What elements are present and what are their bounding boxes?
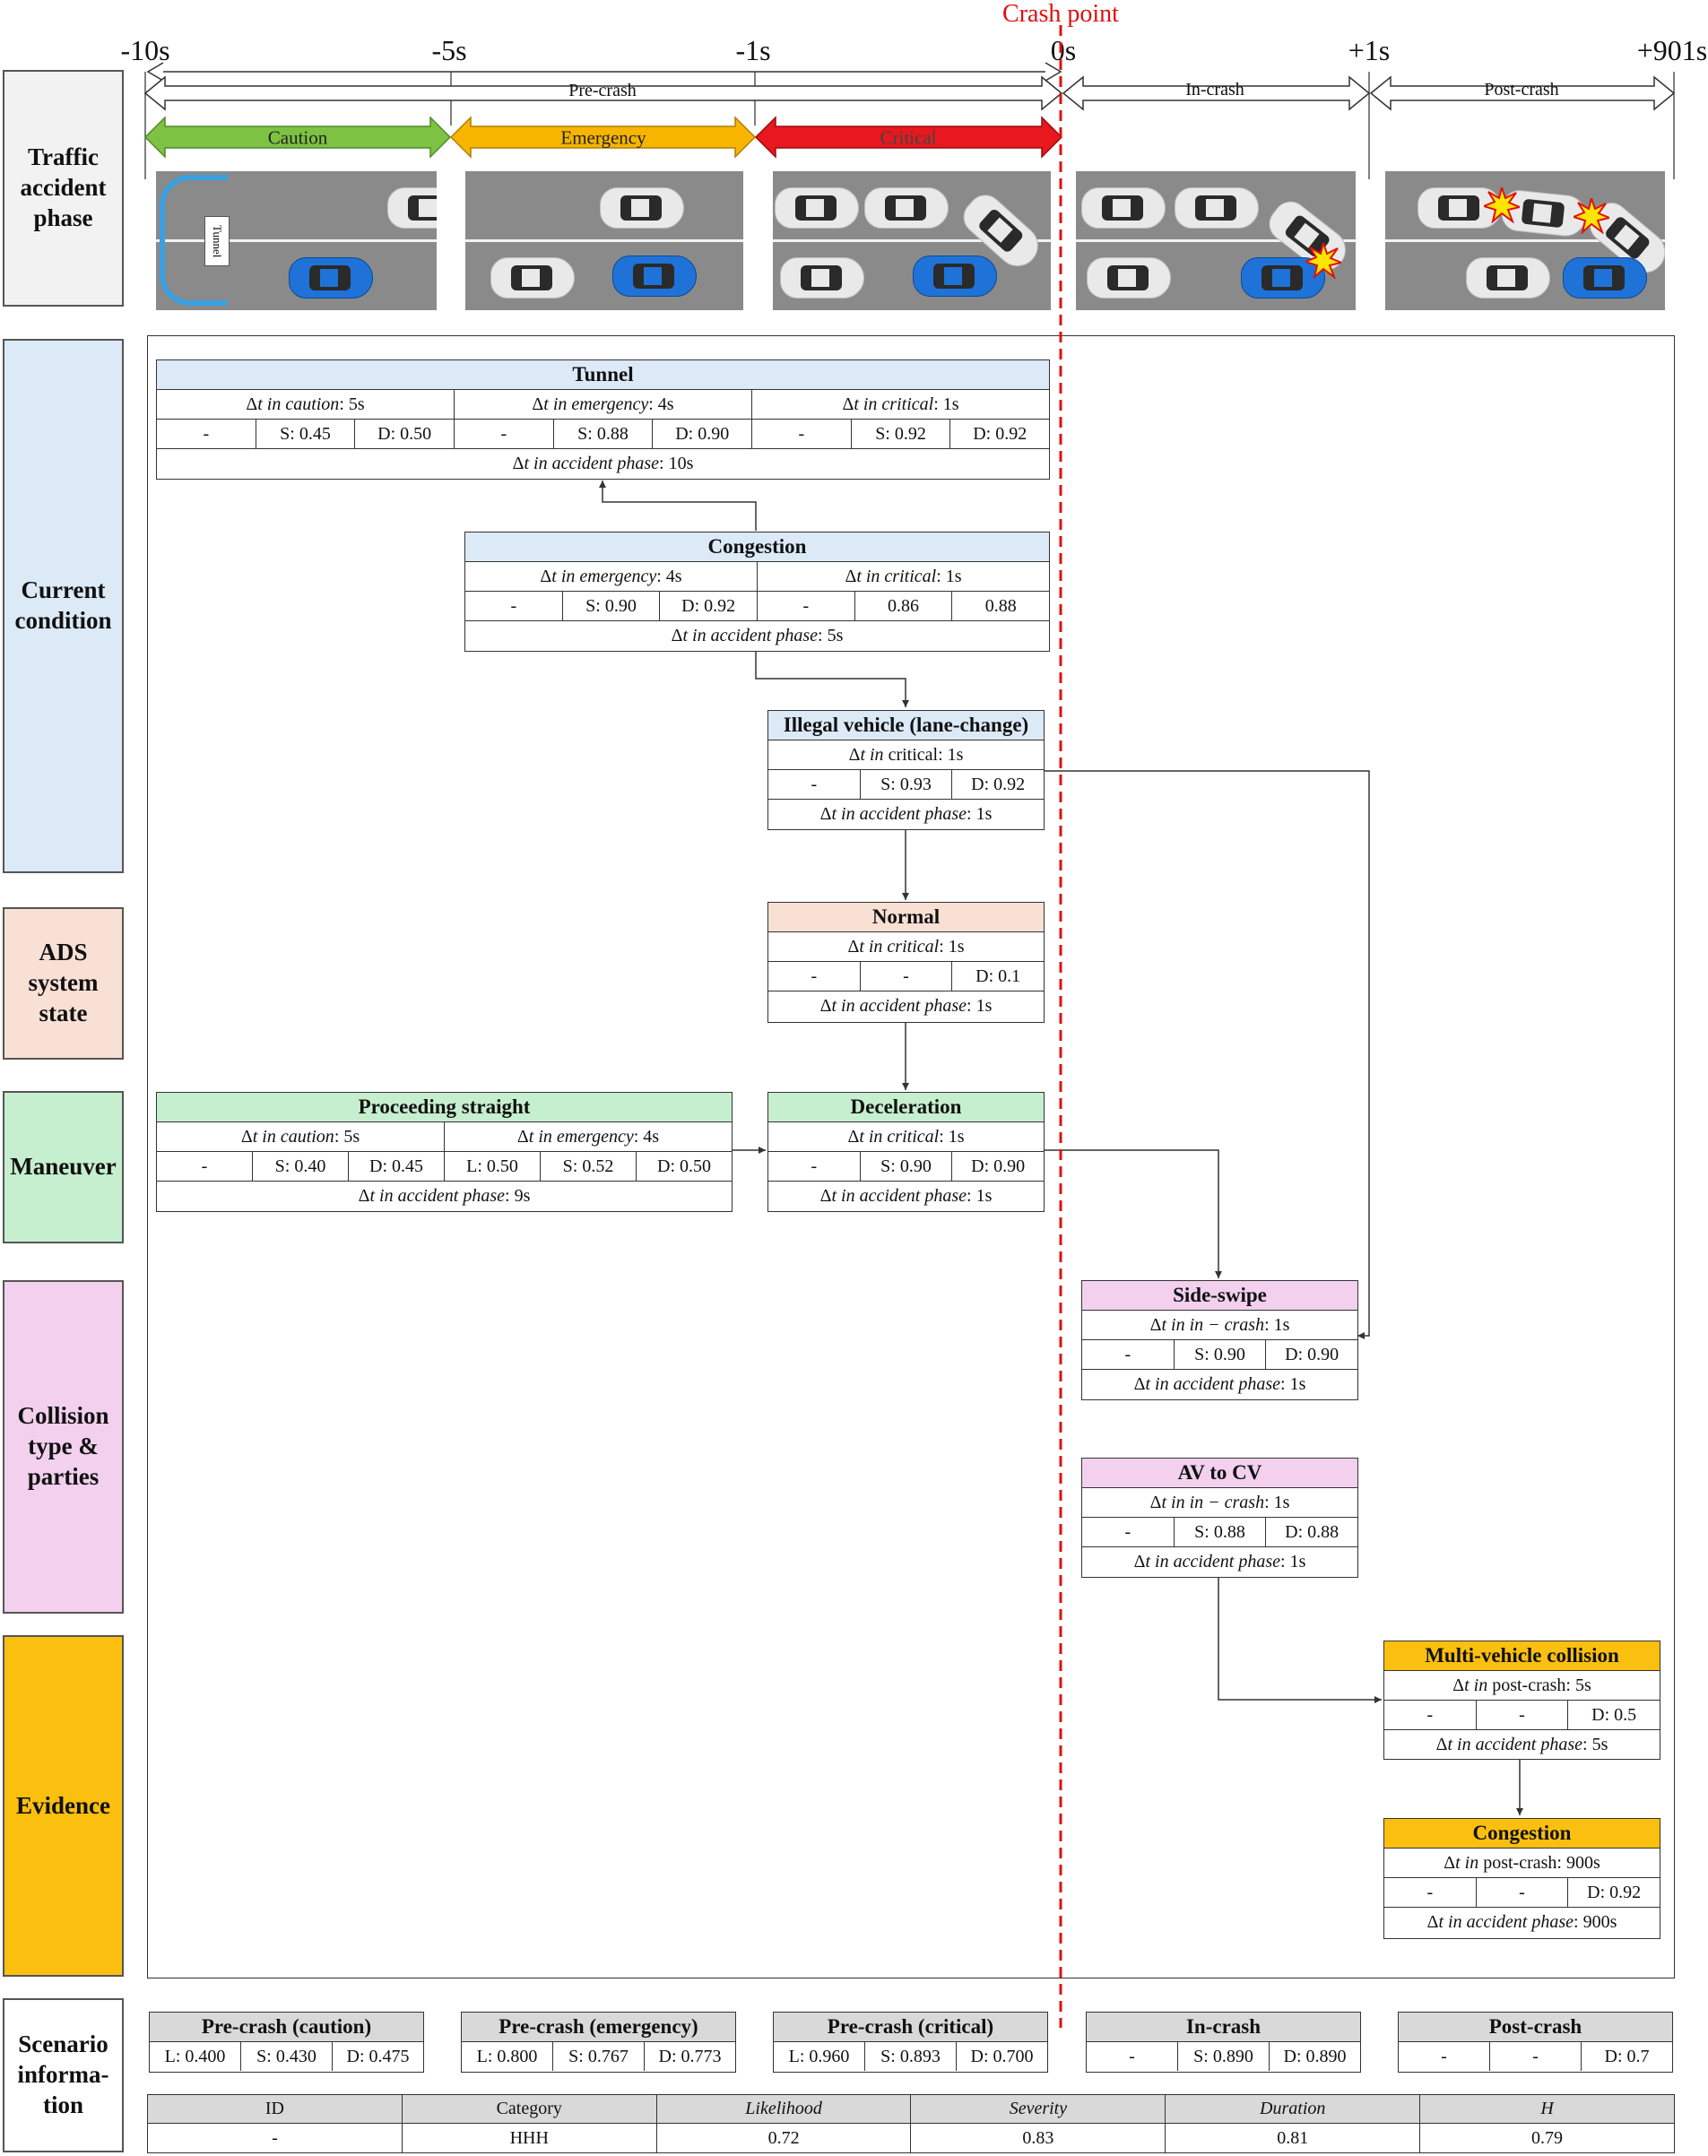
road-scene-emergency bbox=[465, 171, 743, 310]
tick-label-plus1: +1s bbox=[1348, 34, 1391, 66]
column-header-duration: Duration bbox=[1165, 2095, 1419, 2123]
crash-point-label: Crash point bbox=[1002, 0, 1119, 28]
column-header-h: H bbox=[1419, 2095, 1674, 2123]
timeline-arrows bbox=[143, 62, 1676, 179]
node-title: Deceleration bbox=[850, 1095, 962, 1118]
white-car bbox=[775, 187, 859, 229]
tick-label-zero: 0s bbox=[1050, 34, 1077, 66]
node-illegal-vehicle: Illegal vehicle (lane-change) Δt in crit… bbox=[767, 710, 1045, 830]
node-side-swipe: Side-swipe Δt in in − crash: 1s - S: 0.9… bbox=[1081, 1280, 1358, 1400]
node-title: AV to CV bbox=[1177, 1461, 1262, 1484]
node-title: Side-swipe bbox=[1173, 1284, 1267, 1306]
tunnel-icon bbox=[160, 175, 228, 306]
white-car bbox=[387, 187, 437, 229]
post-crash-span-label: Post-crash bbox=[1484, 80, 1559, 100]
collision-burst-icon bbox=[1305, 243, 1341, 279]
white-car bbox=[600, 187, 684, 229]
node-title: Normal bbox=[871, 905, 941, 928]
main-frame bbox=[147, 335, 1675, 1978]
in-crash-span-label: In-crash bbox=[1185, 80, 1244, 100]
white-car bbox=[490, 257, 575, 299]
scenario-summary-table: ID Category Likelihood Severity Duration… bbox=[147, 2094, 1675, 2153]
scenario-phase-caution: Pre-crash (caution) L: 0.400 S: 0.430 D:… bbox=[149, 2012, 424, 2073]
tick-label-plus901: +901s bbox=[1636, 34, 1708, 66]
column-header-category: Category bbox=[401, 2095, 656, 2123]
node-multi-vehicle-collision: Multi-vehicle collision Δt in post-crash… bbox=[1383, 1641, 1660, 1760]
white-car bbox=[864, 187, 949, 229]
tick-label-minus5: -5s bbox=[431, 34, 467, 66]
scenario-phase-critical: Pre-crash (critical) L: 0.960 S: 0.893 D… bbox=[773, 2012, 1048, 2073]
node-title: Illegal vehicle (lane-change) bbox=[783, 714, 1029, 736]
white-car bbox=[1175, 187, 1259, 229]
sidebar-evidence: Evidence bbox=[3, 1635, 124, 1977]
white-car bbox=[780, 257, 864, 299]
white-car bbox=[1081, 187, 1166, 229]
scenario-phase-in-crash: In-crash - S: 0.890 D: 0.890 bbox=[1086, 2012, 1361, 2073]
road-scene-in-crash bbox=[1076, 171, 1356, 310]
tunnel-sign: Tunnel bbox=[204, 216, 230, 266]
scenario-phase-post-crash: Post-crash - - D: 0.7 bbox=[1398, 2012, 1673, 2073]
node-av-to-cv: AV to CV Δt in in − crash: 1s - S: 0.88 … bbox=[1081, 1458, 1358, 1578]
node-congestion-post-crash: Congestion Δt in post-crash: 900s - - D:… bbox=[1383, 1818, 1660, 1939]
tick-label-minus1: -1s bbox=[735, 34, 771, 66]
scenario-phase-emergency: Pre-crash (emergency) L: 0.800 S: 0.767 … bbox=[461, 2012, 736, 2073]
caution-stage-label: Caution bbox=[267, 126, 328, 149]
road-scene-caution: Tunnel bbox=[156, 171, 437, 310]
sidebar-maneuver: Maneuver bbox=[3, 1091, 124, 1243]
blue-car-av bbox=[289, 257, 373, 299]
column-header-likelihood: Likelihood bbox=[655, 2095, 911, 2123]
node-normal: Normal Δt in critical: 1s - - D: 0.1 Δt … bbox=[767, 902, 1045, 1023]
white-car bbox=[1087, 257, 1171, 299]
critical-stage-label: Critical bbox=[880, 126, 937, 149]
node-title: Proceeding straight bbox=[358, 1095, 531, 1118]
node-title: Tunnel bbox=[572, 363, 634, 385]
blue-car-av bbox=[1563, 257, 1647, 299]
pre-crash-span-label: Pre-crash bbox=[568, 81, 637, 100]
collision-burst-icon bbox=[1574, 198, 1609, 234]
collision-burst-icon bbox=[1484, 187, 1520, 223]
table-row: - HHH 0.72 0.83 0.81 0.79 bbox=[148, 2123, 1674, 2152]
node-title: Multi-vehicle collision bbox=[1425, 1644, 1619, 1667]
white-car bbox=[1418, 187, 1502, 229]
node-title: Congestion bbox=[1472, 1822, 1572, 1844]
emergency-stage-label: Emergency bbox=[560, 126, 646, 149]
node-title: Congestion bbox=[707, 535, 807, 558]
white-car bbox=[1466, 257, 1550, 299]
blue-car-av bbox=[612, 255, 697, 297]
column-header-id: ID bbox=[264, 2099, 284, 2118]
road-scene-critical bbox=[773, 171, 1051, 310]
blue-car-av bbox=[913, 255, 997, 297]
column-header-severity: Severity bbox=[910, 2095, 1165, 2123]
road-scene-post-crash bbox=[1385, 171, 1665, 310]
node-deceleration: Deceleration Δt in critical: 1s - S: 0.9… bbox=[767, 1092, 1045, 1212]
tick-label-minus10: -10s bbox=[120, 34, 170, 66]
